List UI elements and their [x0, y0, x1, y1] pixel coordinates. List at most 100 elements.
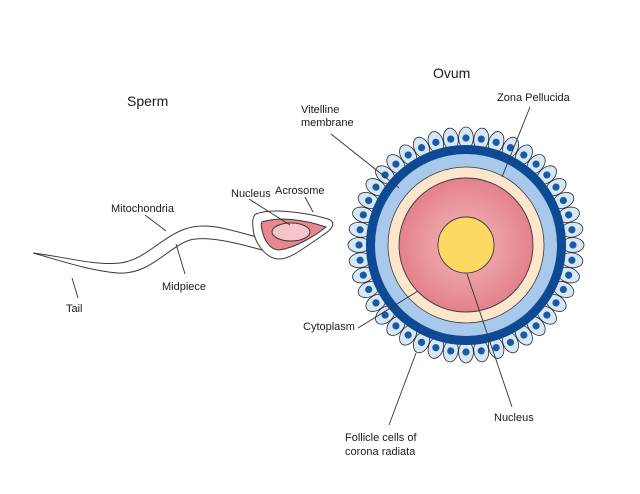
- label-vitelline-1: Vitelline: [301, 104, 339, 116]
- follicle-cell-nucleus: [552, 299, 560, 307]
- follicle-cell-nucleus: [432, 138, 440, 146]
- follicle-cell-nucleus: [392, 160, 400, 168]
- label-mitochondria: Mitochondria: [111, 203, 175, 215]
- follicle-cell: [473, 339, 490, 363]
- follicle-cell-nucleus: [477, 347, 485, 355]
- follicle-cell: [560, 252, 584, 269]
- sperm-title: Sperm: [127, 93, 168, 109]
- follicle-cell-nucleus: [365, 196, 373, 205]
- follicle-cell: [348, 252, 372, 269]
- follicle-cell-nucleus: [532, 160, 540, 168]
- sperm-tail-midpiece: [32, 225, 263, 274]
- sperm: [32, 210, 334, 274]
- follicle-cell: [375, 165, 396, 185]
- follicle-cell-nucleus: [552, 183, 560, 191]
- follicle-cell: [442, 339, 459, 363]
- follicle-cell: [399, 144, 418, 166]
- label-midpiece: Midpiece: [162, 281, 206, 293]
- follicle-cell-nucleus: [543, 171, 551, 179]
- follicle-cell: [557, 206, 580, 223]
- follicle-cell: [557, 267, 580, 284]
- follicle-cell: [473, 127, 490, 151]
- follicle-cell-nucleus: [432, 344, 440, 352]
- follicle-cell: [352, 267, 375, 284]
- follicle-cell-nucleus: [359, 271, 367, 279]
- corona-radiata: [347, 126, 585, 364]
- ovum-nucleus: [437, 216, 495, 274]
- leader-zona: [501, 106, 531, 178]
- follicle-cell-nucleus: [372, 183, 380, 191]
- follicle-cell-nucleus: [506, 144, 515, 152]
- follicle-cell-nucleus: [359, 211, 367, 219]
- follicle-cell: [526, 315, 546, 336]
- follicle-cell-nucleus: [381, 171, 389, 179]
- leader-ovum-nucleus: [466, 273, 513, 408]
- follicle-cell-nucleus: [462, 348, 470, 356]
- label-acrosome: Acrosome: [275, 185, 325, 197]
- leader-acrosome: [304, 196, 314, 213]
- follicle-cell: [536, 165, 557, 185]
- follicle-cell: [545, 178, 567, 197]
- leader-cytoplasm: [357, 290, 419, 329]
- follicle-cell-nucleus: [372, 299, 380, 307]
- follicle-cell: [458, 340, 474, 364]
- follicle-cell-nucleus: [559, 196, 567, 205]
- follicle-cell: [386, 315, 406, 336]
- follicle-cell: [561, 237, 585, 253]
- follicle-cell-nucleus: [417, 338, 426, 346]
- follicle-cell-nucleus: [365, 285, 373, 294]
- follicle-cell-nucleus: [565, 271, 573, 279]
- ovum: [347, 126, 585, 364]
- follicle-cell-nucleus: [543, 311, 551, 319]
- follicle-cell-nucleus: [520, 151, 528, 159]
- follicle-cell: [413, 136, 431, 159]
- follicle-cell: [365, 293, 387, 312]
- label-zona-pellucida: Zona Pellucida: [497, 92, 571, 104]
- follicle-cell: [386, 154, 406, 175]
- label-vitelline-2: membrane: [301, 117, 354, 129]
- follicle-cell-nucleus: [477, 135, 485, 143]
- leader-mitochondria: [144, 214, 167, 232]
- follicle-cell: [526, 154, 546, 175]
- follicle-cell: [536, 305, 557, 325]
- follicle-cell-nucleus: [356, 256, 364, 264]
- leader-midpiece: [175, 243, 186, 275]
- follicle-cell: [413, 331, 431, 354]
- follicle-cell-nucleus: [506, 338, 515, 346]
- follicle-cell-nucleus: [404, 151, 412, 159]
- follicle-cell: [365, 178, 387, 197]
- follicle-cell-nucleus: [568, 256, 576, 264]
- follicle-cell-nucleus: [568, 226, 576, 234]
- follicle-cell: [357, 192, 380, 210]
- follicle-cell-nucleus: [355, 241, 363, 249]
- follicle-cell-nucleus: [381, 311, 389, 319]
- follicle-cell: [348, 221, 372, 238]
- follicle-cell-nucleus: [356, 226, 364, 234]
- ovum-title: Ovum: [433, 65, 470, 81]
- follicle-cell-nucleus: [462, 134, 470, 142]
- follicle-cell-nucleus: [404, 331, 412, 339]
- sperm-nucleus: [271, 222, 311, 242]
- follicle-cell: [347, 237, 371, 253]
- follicle-cell-nucleus: [392, 322, 400, 330]
- label-follicle-1: Follicle cells of: [345, 432, 417, 444]
- follicle-cell-nucleus: [520, 331, 528, 339]
- leader-tail: [71, 277, 79, 299]
- label-tail: Tail: [66, 303, 83, 315]
- label-ovum-nucleus: Nucleus: [494, 412, 534, 424]
- leader-vitelline: [330, 133, 400, 189]
- leader-sperm-nucleus: [248, 198, 291, 226]
- follicle-cell-nucleus: [532, 322, 540, 330]
- label-cytoplasm: Cytoplasm: [303, 321, 355, 333]
- follicle-cell-nucleus: [447, 347, 455, 355]
- follicle-cell-nucleus: [492, 344, 500, 352]
- follicle-cell-nucleus: [417, 144, 426, 152]
- follicle-cell: [514, 324, 533, 346]
- follicle-cell: [427, 131, 444, 154]
- follicle-cell-nucleus: [447, 135, 455, 143]
- follicle-cell: [442, 127, 459, 151]
- label-sperm-nucleus: Nucleus: [231, 188, 271, 200]
- follicle-cell-nucleus: [565, 211, 573, 219]
- follicle-cell-nucleus: [559, 285, 567, 294]
